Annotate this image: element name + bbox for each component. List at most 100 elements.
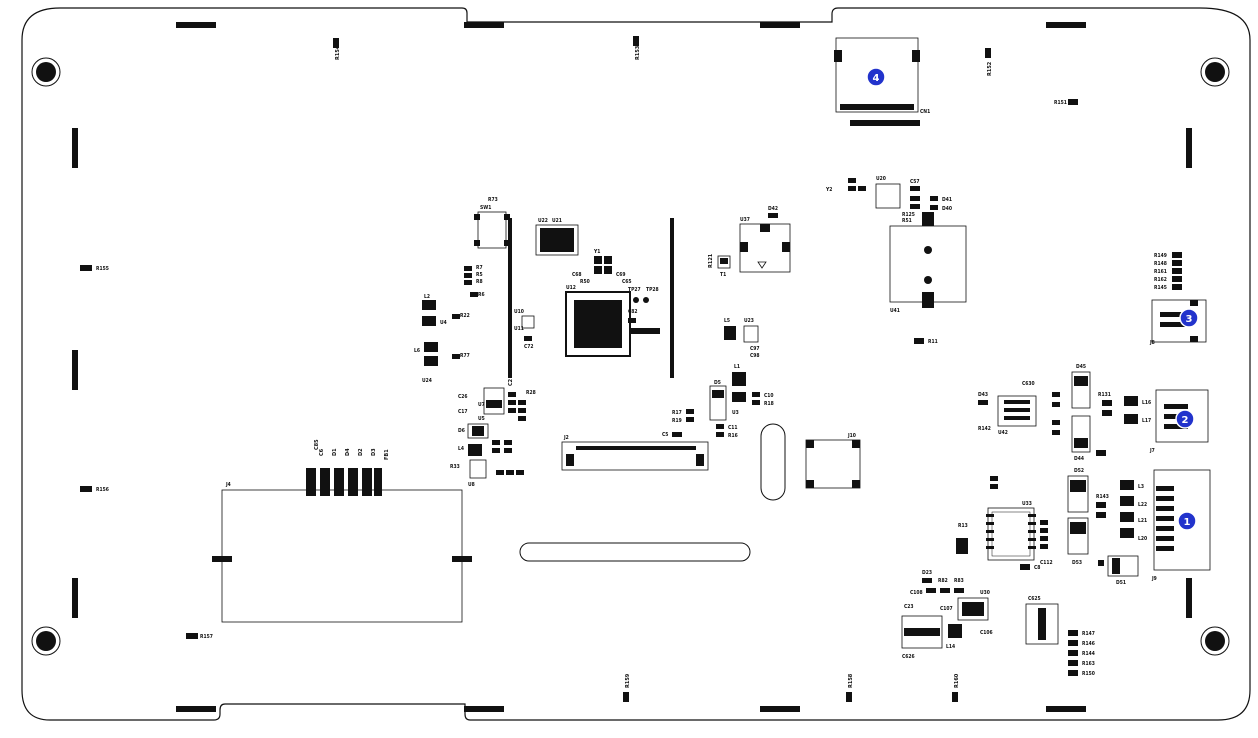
callout-badge-1[interactable]: 1 (1177, 511, 1197, 531)
label-cn1: CN1 (920, 109, 930, 115)
callout-badge-4[interactable]: 4 (866, 67, 886, 87)
label-r77: R77 (460, 353, 470, 359)
label-tp27: TP27 (628, 287, 641, 293)
label-u20: U20 (876, 176, 886, 182)
label-r155: R155 (96, 266, 109, 272)
label-r125: R125 (902, 212, 915, 218)
label-l16: L16 (1142, 400, 1151, 406)
chip-u23: U23 L5 C97 C98 (724, 318, 760, 359)
callout-badge-3[interactable]: 3 (1179, 308, 1199, 328)
transistor-t1: T1 R121 (708, 253, 731, 278)
callout-badge-2[interactable]: 2 (1175, 409, 1195, 429)
label-u22: U22 (538, 218, 548, 224)
switch-sw1: SW1 R73 (474, 197, 510, 249)
label-r50: R50 (580, 279, 590, 285)
label-u24: U24 (422, 378, 432, 384)
label-u4: U4 (440, 320, 447, 326)
label-j9: J9 (1151, 576, 1157, 582)
cluster-left-middle: L2 L6 U4 U24 R22 R77 R6 R7 R5 R8 (414, 265, 485, 384)
label-c10: C10 (764, 393, 774, 399)
label-r157: R157 (200, 634, 213, 640)
label-u5: U5 (478, 416, 485, 422)
chip-u10-u11: U10 U11 C72 (514, 309, 535, 350)
cluster-d5-u3: D5 L1 U3 C10 R18 C11 R16 R17 R19 C5 (662, 364, 774, 439)
label-r73: R73 (488, 197, 498, 203)
label-l17: L17 (1142, 418, 1151, 424)
label-l20: L20 (1138, 536, 1147, 542)
label-c23: C23 (904, 604, 914, 610)
slot-vertical (760, 423, 786, 501)
label-u37: U37 (740, 217, 750, 223)
connector-j10: J10 (805, 433, 861, 489)
label-r11: R11 (928, 339, 938, 345)
label-u33: U33 (1022, 501, 1032, 507)
resistor-stack-lower: R147 R146 R144 R163 R150 (1068, 630, 1095, 677)
label-c72: C72 (524, 344, 534, 350)
label-c6: C6 (319, 448, 325, 456)
label-y1: Y1 (593, 249, 600, 255)
label-r154: R154 (335, 45, 341, 60)
label-c8: C8 (1034, 565, 1040, 571)
label-r83: R83 (954, 578, 964, 584)
label-r16: R16 (728, 433, 738, 439)
label-u8: U8 (468, 482, 475, 488)
callout-number-2: 2 (1182, 415, 1189, 426)
label-r152: R152 (987, 61, 993, 76)
callout-number-4: 4 (873, 73, 880, 84)
mounting-hole (31, 626, 61, 656)
label-c26: C26 (458, 394, 468, 400)
label-d40: D40 (942, 206, 952, 212)
label-l1: L1 (734, 364, 740, 370)
label-c106: C106 (980, 630, 993, 636)
label-c107: C107 (940, 606, 953, 612)
label-r149: R149 (1154, 253, 1167, 259)
label-u23: U23 (744, 318, 754, 324)
crystal-y2: Y2 (825, 178, 866, 193)
testpoints: TP27 TP28 C82 (628, 287, 660, 334)
chip-u37: U37 D42 (739, 206, 791, 273)
label-c97: C97 (750, 346, 760, 352)
label-r150: R150 (1082, 671, 1095, 677)
label-c626: C626 (902, 654, 915, 660)
label-d43: D43 (978, 392, 988, 398)
label-c69: C69 (616, 272, 626, 278)
label-d53: D53 (1072, 560, 1082, 566)
label-u12: U12 (566, 285, 576, 291)
label-d23: D23 (922, 570, 932, 576)
mounting-hole (1200, 626, 1230, 656)
label-r153: R153 (635, 45, 641, 60)
label-c68: C68 (572, 272, 582, 278)
header-left (508, 218, 512, 378)
label-l14: L14 (946, 644, 955, 650)
label-c65: C65 (622, 279, 632, 285)
chip-u41: U41 R51 R125 (889, 212, 967, 314)
diodes-d52-d53: D52 D53 (1067, 468, 1089, 566)
label-d44: D44 (1074, 456, 1084, 462)
label-r161: R161 (1154, 269, 1167, 275)
label-d41: D41 (942, 197, 952, 203)
label-l5: L5 (724, 318, 730, 324)
label-r18: R18 (764, 401, 774, 407)
label-y2: Y2 (825, 187, 832, 193)
label-tp28: TP28 (646, 287, 659, 293)
label-r131: R131 (1098, 392, 1111, 398)
label-r156: R156 (96, 487, 109, 493)
connector-cn1: CN1 (834, 37, 930, 126)
chip-u33: U33 (986, 501, 1036, 561)
board-outline (21, 7, 1251, 721)
label-j4: J4 (225, 482, 231, 488)
connector-j8: J8 (1149, 299, 1207, 346)
label-d45: D45 (1076, 364, 1086, 370)
label-c112: C112 (1040, 560, 1053, 566)
label-d6: D6 (458, 428, 465, 434)
label-u10: U10 (514, 309, 524, 315)
header-right (670, 218, 674, 378)
slot-horizontal (519, 542, 751, 562)
label-r158: R158 (848, 673, 854, 688)
label-r147: R147 (1082, 631, 1095, 637)
connector-j4: J4 FB1 D3 D2 D4 D1 C6 C85 (212, 439, 472, 623)
connector-j9: J9 (1151, 469, 1211, 582)
label-c630: C630 (1022, 381, 1035, 387)
label-j8: J8 (1149, 340, 1155, 346)
